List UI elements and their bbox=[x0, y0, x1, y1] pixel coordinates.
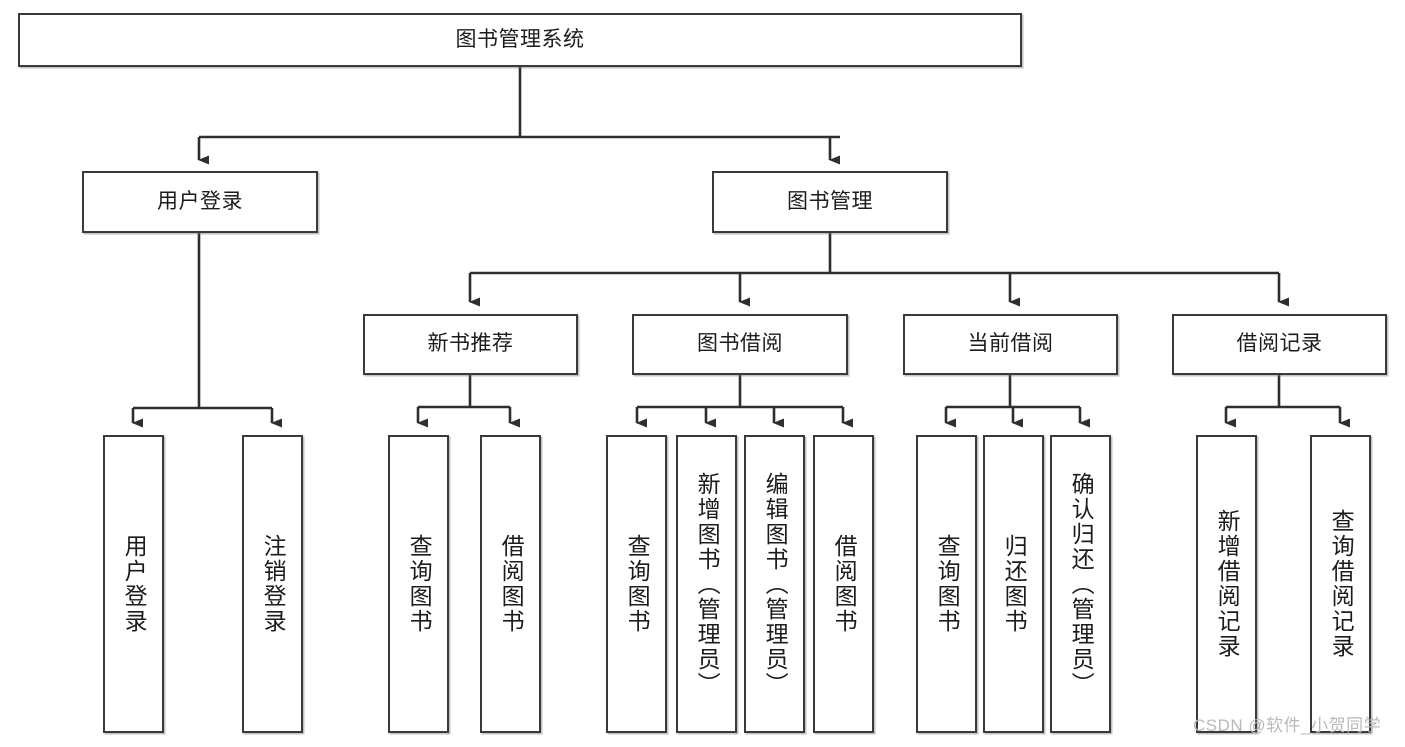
node-current-borrow[interactable]: 当前借阅 bbox=[903, 314, 1118, 375]
leaf-label: 查询图书 bbox=[624, 534, 651, 634]
leaf-records-add-record[interactable]: 新增借阅记录 bbox=[1196, 435, 1257, 733]
node-user-login-label: 用户登录 bbox=[157, 189, 243, 213]
node-root-label: 图书管理系统 bbox=[455, 27, 585, 51]
leaf-label: 查询图书 bbox=[934, 534, 961, 634]
node-borrow-records[interactable]: 借阅记录 bbox=[1172, 314, 1387, 375]
node-borrow-records-label: 借阅记录 bbox=[1236, 332, 1323, 356]
leaf-recommend-query-book[interactable]: 查询图书 bbox=[388, 435, 449, 733]
leaf-label: 编辑图书（管理员） bbox=[762, 471, 789, 697]
node-book-management[interactable]: 图书管理 bbox=[712, 171, 948, 233]
node-new-book-recommend-label: 新书推荐 bbox=[427, 332, 514, 356]
leaf-label: 归还图书 bbox=[1001, 534, 1028, 634]
leaf-current-confirm-return[interactable]: 确认归还（管理员） bbox=[1050, 435, 1111, 733]
leaf-label: 查询图书 bbox=[406, 534, 433, 634]
node-new-book-recommend[interactable]: 新书推荐 bbox=[363, 314, 578, 375]
leaf-label: 新增借阅记录 bbox=[1214, 509, 1241, 659]
leaf-label: 借阅图书 bbox=[498, 534, 525, 634]
leaf-user-login-login[interactable]: 用户登录 bbox=[103, 435, 164, 733]
node-root[interactable]: 图书管理系统 bbox=[18, 13, 1022, 67]
leaf-records-query-record[interactable]: 查询借阅记录 bbox=[1310, 435, 1371, 733]
leaf-borrow-edit-book[interactable]: 编辑图书（管理员） bbox=[744, 435, 805, 733]
leaf-current-query-book[interactable]: 查询图书 bbox=[916, 435, 977, 733]
node-user-login[interactable]: 用户登录 bbox=[82, 171, 318, 233]
leaf-current-return-book[interactable]: 归还图书 bbox=[983, 435, 1044, 733]
leaf-label: 新增图书（管理员） bbox=[694, 471, 721, 697]
leaf-label: 确认归还（管理员） bbox=[1068, 471, 1095, 697]
leaf-recommend-borrow-book[interactable]: 借阅图书 bbox=[480, 435, 541, 733]
leaf-label: 注销登录 bbox=[260, 534, 287, 634]
leaf-label: 借阅图书 bbox=[831, 534, 858, 634]
node-book-borrow[interactable]: 图书借阅 bbox=[632, 314, 848, 375]
leaf-label: 用户登录 bbox=[121, 534, 148, 634]
leaf-label: 查询借阅记录 bbox=[1328, 509, 1355, 659]
leaf-borrow-add-book[interactable]: 新增图书（管理员） bbox=[676, 435, 737, 733]
leaf-borrow-query-book[interactable]: 查询图书 bbox=[606, 435, 667, 733]
node-book-borrow-label: 图书借阅 bbox=[697, 332, 783, 356]
node-book-management-label: 图书管理 bbox=[787, 189, 873, 213]
node-current-borrow-label: 当前借阅 bbox=[967, 332, 1054, 356]
leaf-borrow-borrow-book[interactable]: 借阅图书 bbox=[813, 435, 874, 733]
leaf-user-login-logout[interactable]: 注销登录 bbox=[242, 435, 303, 733]
csdn-watermark: CSDN @软件_小贺同学 bbox=[1193, 716, 1382, 735]
